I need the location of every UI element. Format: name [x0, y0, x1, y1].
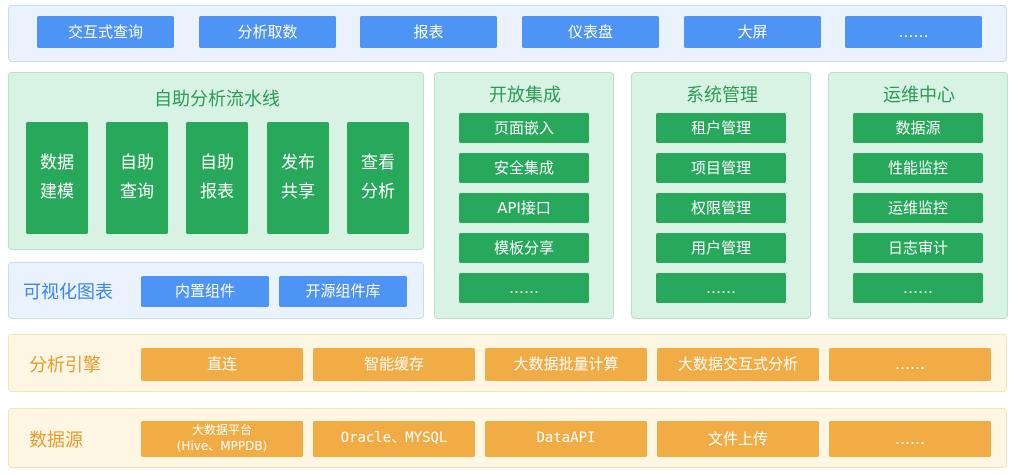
visualization-panel: 可视化图表 内置组件 开源组件库	[8, 262, 424, 319]
system-management-panel: 系统管理 租户管理 项目管理 权限管理 用户管理 ……	[631, 72, 811, 319]
visualization-open-source-library[interactable]: 开源组件库	[279, 276, 407, 307]
ops-center-ops-monitor[interactable]: 运维监控	[853, 193, 983, 223]
pipeline-step-line1: 发布	[281, 153, 315, 174]
ops-center-data-source[interactable]: 数据源	[853, 113, 983, 143]
data-source-oracle-mysql[interactable]: Oracle、MYSQL	[313, 421, 475, 457]
ops-center-more[interactable]: ……	[853, 273, 983, 303]
data-source-panel: 数据源 大数据平台 (Hive、MPPDB) Oracle、MYSQL Data…	[8, 408, 1007, 468]
top-item-interactive-query[interactable]: 交互式查询	[37, 16, 174, 48]
pipeline-panel: 自助分析流水线 数据 建模 自助 查询 自助 报表 发布 共享 查看 分析	[8, 72, 424, 250]
pipeline-step-data-modeling[interactable]: 数据 建模	[26, 122, 88, 234]
ops-center-title: 运维中心	[883, 85, 955, 106]
system-management-project[interactable]: 项目管理	[656, 153, 786, 183]
ops-center-log-audit[interactable]: 日志审计	[853, 233, 983, 263]
analysis-engine-batch-compute[interactable]: 大数据批量计算	[485, 348, 647, 381]
pipeline-step-view-analysis[interactable]: 查看 分析	[347, 122, 409, 234]
pipeline-step-line2: 分析	[361, 182, 395, 202]
analysis-engine-title: 分析引擎	[29, 355, 101, 376]
pipeline-step-line2: 建模	[40, 182, 74, 202]
data-source-more[interactable]: ……	[829, 421, 991, 457]
pipeline-step-self-report[interactable]: 自助 报表	[186, 122, 248, 234]
open-integration-more[interactable]: ……	[459, 273, 589, 303]
pipeline-step-line1: 查看	[361, 153, 395, 174]
open-integration-security-integration[interactable]: 安全集成	[459, 153, 589, 183]
visualization-builtin-components[interactable]: 内置组件	[141, 276, 269, 307]
system-management-user[interactable]: 用户管理	[656, 233, 786, 263]
application-layer: 交互式查询 分析取数 报表 仪表盘 大屏 ……	[8, 5, 1007, 62]
data-source-bigdata-line1: 大数据平台	[191, 423, 252, 438]
pipeline-step-line1: 自助	[120, 153, 154, 174]
pipeline-title: 自助分析流水线	[154, 89, 280, 110]
open-integration-panel: 开放集成 页面嵌入 安全集成 API接口 模板分享 ……	[434, 72, 614, 319]
data-source-title: 数据源	[29, 430, 83, 451]
analysis-engine-more[interactable]: ……	[829, 348, 991, 381]
system-management-tenant[interactable]: 租户管理	[656, 113, 786, 143]
pipeline-step-line1: 自助	[200, 153, 234, 174]
data-source-bigdata-line2: (Hive、MPPDB)	[176, 439, 268, 453]
system-management-title: 系统管理	[686, 85, 758, 106]
data-source-data-api[interactable]: DataAPI	[485, 421, 647, 457]
analysis-engine-smart-cache[interactable]: 智能缓存	[313, 348, 475, 381]
pipeline-step-line2: 报表	[200, 182, 234, 202]
visualization-title: 可视化图表	[23, 282, 113, 303]
pipeline-step-publish-share[interactable]: 发布 共享	[267, 122, 329, 234]
analysis-engine-panel: 分析引擎 直连 智能缓存 大数据批量计算 大数据交互式分析 ……	[8, 334, 1007, 392]
open-integration-template-share[interactable]: 模板分享	[459, 233, 589, 263]
analysis-engine-direct-connect[interactable]: 直连	[141, 348, 303, 381]
top-item-analysis-fetch[interactable]: 分析取数	[199, 16, 336, 48]
data-source-bigdata-platform[interactable]: 大数据平台 (Hive、MPPDB)	[141, 421, 303, 457]
open-integration-title: 开放集成	[489, 85, 561, 106]
pipeline-step-line2: 共享	[281, 182, 315, 202]
pipeline-step-line2: 查询	[120, 182, 154, 202]
top-item-more[interactable]: ……	[845, 16, 982, 48]
data-source-file-upload[interactable]: 文件上传	[657, 421, 819, 457]
open-integration-page-embed[interactable]: 页面嵌入	[459, 113, 589, 143]
ops-center-panel: 运维中心 数据源 性能监控 运维监控 日志审计 ……	[828, 72, 1008, 319]
pipeline-step-self-query[interactable]: 自助 查询	[106, 122, 168, 234]
top-item-big-screen[interactable]: 大屏	[684, 16, 821, 48]
analysis-engine-interactive-analysis[interactable]: 大数据交互式分析	[657, 348, 819, 381]
system-management-more[interactable]: ……	[656, 273, 786, 303]
ops-center-performance-monitor[interactable]: 性能监控	[853, 153, 983, 183]
top-item-report[interactable]: 报表	[360, 16, 497, 48]
top-item-dashboard[interactable]: 仪表盘	[522, 16, 659, 48]
pipeline-step-line1: 数据	[40, 153, 74, 174]
open-integration-api[interactable]: API接口	[459, 193, 589, 223]
system-management-permission[interactable]: 权限管理	[656, 193, 786, 223]
